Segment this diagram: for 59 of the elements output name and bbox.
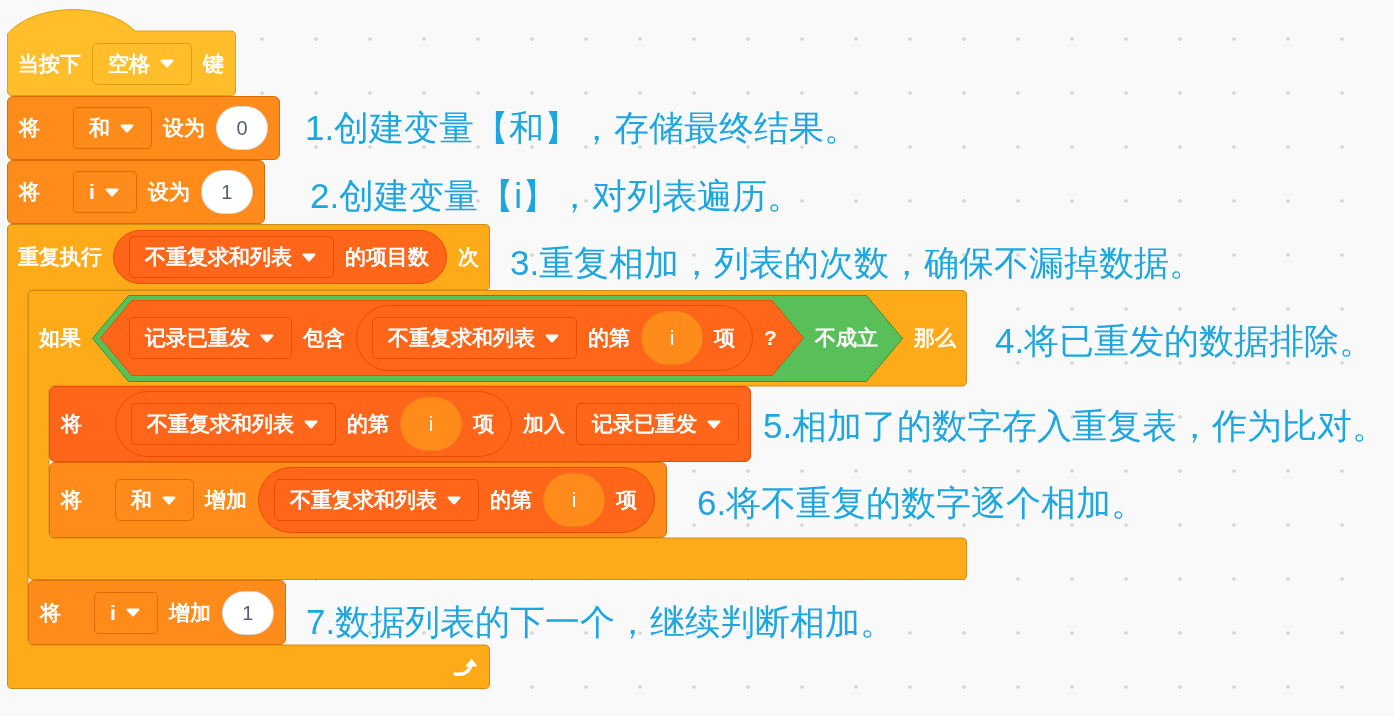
block-label: 项 xyxy=(473,411,494,438)
dropdown-menu: 和 xyxy=(73,107,152,149)
block-label: 将 xyxy=(19,179,40,206)
block-label: 加入 xyxy=(523,411,565,438)
number-input: 1 xyxy=(221,590,274,635)
dropdown-menu: 记录已重发 xyxy=(129,317,292,359)
dropdown-menu: 空格 xyxy=(92,42,192,85)
boolean-block xyxy=(100,300,804,376)
block-label: 项 xyxy=(616,487,637,514)
block-label: 键 xyxy=(203,50,224,77)
block-label: 项 xyxy=(714,325,735,352)
variable-reporter: i xyxy=(400,397,462,451)
block-label: 设为 xyxy=(147,179,190,206)
command-block xyxy=(49,462,667,538)
dropdown-menu: 不重复求和列表 xyxy=(131,403,336,445)
command-block xyxy=(7,160,265,224)
variable-reporter: i xyxy=(641,311,703,365)
annotation-text: 7.数据列表的下一个，继续判断相加。 xyxy=(306,601,896,643)
variable-reporter: i xyxy=(543,473,605,527)
command-block xyxy=(28,580,286,645)
dropdown-menu: 不重复求和列表 xyxy=(129,236,334,278)
block-label: 的第 xyxy=(490,487,532,514)
dropdown-menu: i xyxy=(73,171,137,213)
block-label: 将 xyxy=(40,599,61,626)
block-label: 将 xyxy=(61,411,82,438)
block-label: 的第 xyxy=(588,325,630,352)
block-label: 增加 xyxy=(205,487,247,514)
dropdown-menu: 和 xyxy=(115,479,194,521)
dropdown-menu: 记录已重发 xyxy=(576,403,739,445)
block-label: 增加 xyxy=(168,599,211,626)
annotation-text: 4.将已重发的数据排除。 xyxy=(995,320,1375,362)
block-label: 的项目数 xyxy=(345,244,429,271)
hat-block xyxy=(7,8,236,96)
block-label: 那么 xyxy=(913,325,956,352)
number-input: 1 xyxy=(200,170,253,214)
annotation-text: 3.重复相加，列表的次数，确保不漏掉数据。 xyxy=(510,242,1205,284)
block-label: 不成立 xyxy=(814,325,878,352)
dropdown-menu: i xyxy=(94,591,158,634)
annotation-text: 1.创建变量【和】，存储最终结果。 xyxy=(305,107,860,149)
number-input: 0 xyxy=(216,106,268,150)
block-label: 将 xyxy=(61,487,82,514)
annotation-text: 2.创建变量【i】，对列表遍历。 xyxy=(310,175,802,217)
block-label: ? xyxy=(764,325,777,352)
block-label: 设为 xyxy=(163,115,205,142)
block-label: 将 xyxy=(19,115,40,142)
annotation-text: 5.相加了的数字存入重复表，作为比对。 xyxy=(763,405,1388,447)
command-block xyxy=(7,96,280,160)
command-block xyxy=(49,386,751,462)
dropdown-menu: 不重复求和列表 xyxy=(274,479,479,521)
block-label: 的第 xyxy=(347,411,389,438)
annotation-text: 6.将不重复的数字逐个相加。 xyxy=(697,482,1147,524)
block-label: 次 xyxy=(458,244,479,271)
dropdown-menu: 不重复求和列表 xyxy=(372,317,577,359)
block-label: 如果 xyxy=(39,325,81,352)
block-label: 当按下 xyxy=(18,50,81,77)
reporter-block xyxy=(113,230,447,284)
boolean-block xyxy=(92,294,903,382)
block-label: 包含 xyxy=(303,325,345,352)
block-label: 重复执行 xyxy=(18,244,102,271)
